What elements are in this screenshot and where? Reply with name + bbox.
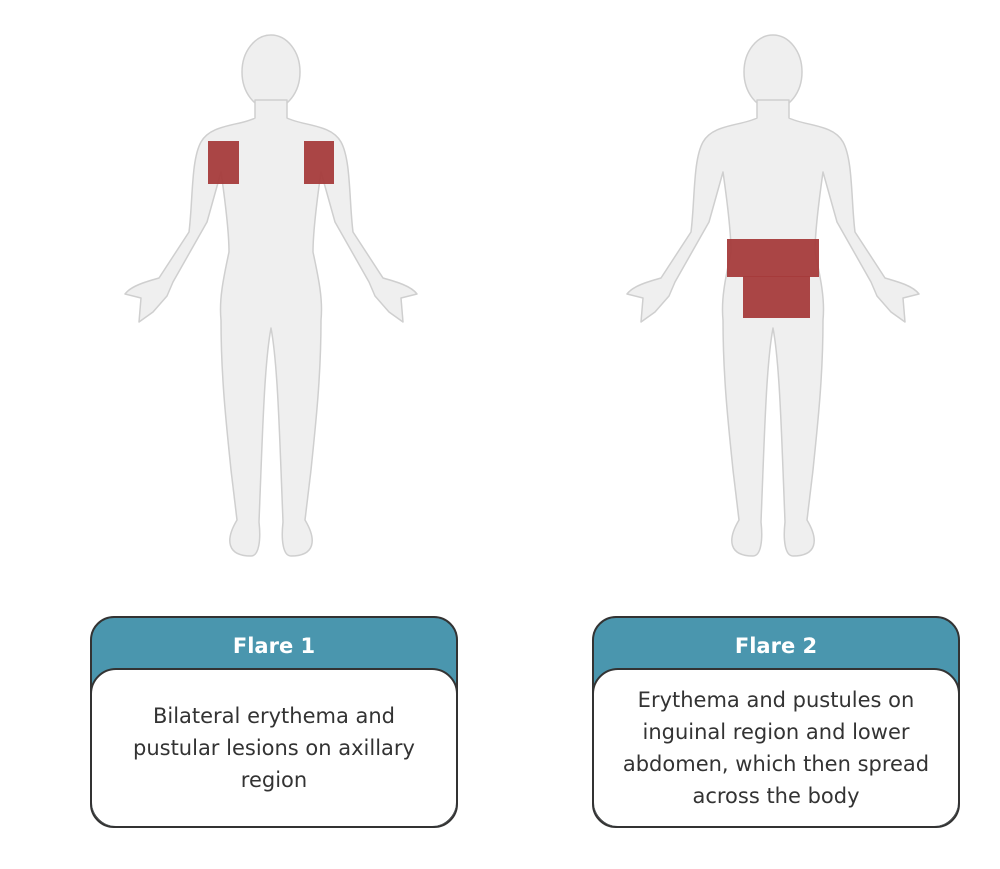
lesion-right-axilla — [304, 141, 334, 184]
lesion-inguinal — [743, 276, 810, 318]
flare-1-card: Flare 1 Bilateral erythema and pustular … — [90, 616, 458, 828]
flare-1-title: Flare 1 — [232, 634, 316, 658]
lesion-lower-abdomen — [727, 239, 819, 277]
lesion-left-axilla — [208, 141, 239, 184]
flare-2-description: Erythema and pustules on inguinal region… — [594, 668, 958, 826]
body-figure-1 — [124, 34, 418, 557]
flare-2-title: Flare 2 — [734, 634, 818, 658]
flare-1-description: Bilateral erythema and pustular lesions … — [92, 668, 456, 826]
flare-2-card: Flare 2 Erythema and pustules on inguina… — [592, 616, 960, 828]
